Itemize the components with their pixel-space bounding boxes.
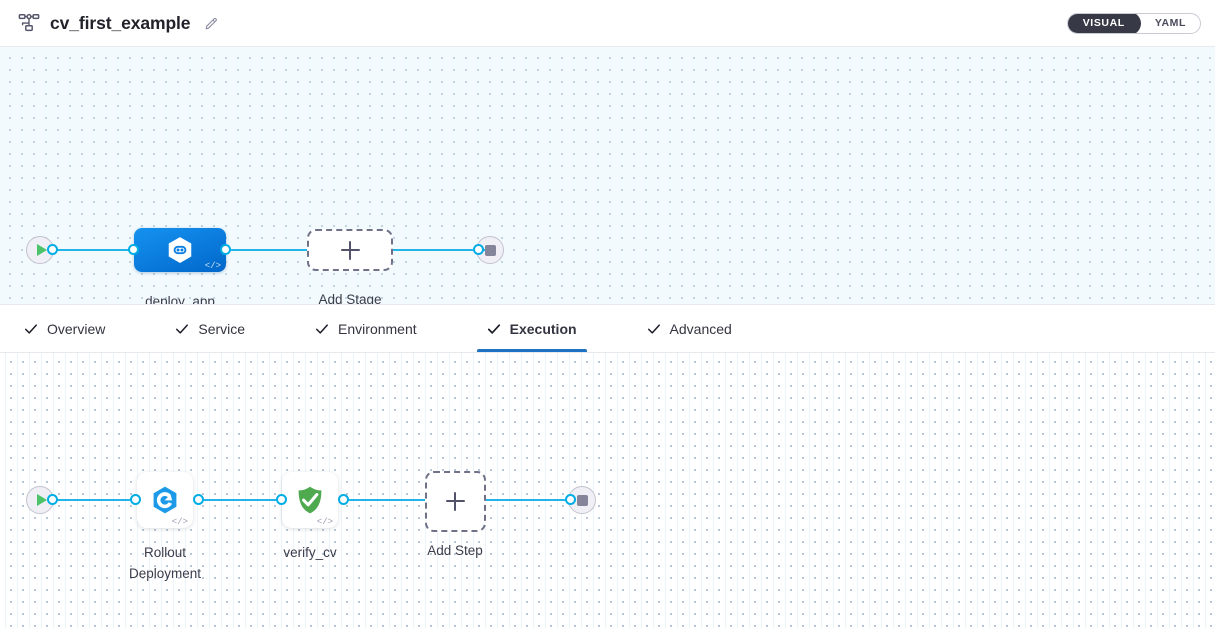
add-stage-button[interactable] — [307, 229, 393, 271]
stage-graph-canvas[interactable]: </> deploy_app Add Stage — [0, 47, 1215, 305]
header-right-group: VISUAL YAML — [1066, 12, 1201, 34]
tab-label-environment: Environment — [338, 320, 417, 337]
stage-start-node[interactable] — [26, 236, 54, 264]
edge-start-to-deploy-app — [50, 249, 142, 251]
pencil-icon[interactable] — [204, 16, 219, 31]
harness-hexagon-icon — [168, 237, 192, 263]
stage-deploy-app-in-port[interactable] — [128, 244, 139, 255]
code-glyph-icon: </> — [204, 261, 221, 271]
step-rollout-in-port[interactable] — [130, 494, 141, 505]
page-title: cv_first_example — [50, 12, 191, 33]
check-icon — [487, 323, 500, 334]
stage-deploy-app-out-port[interactable] — [220, 244, 231, 255]
play-icon — [36, 244, 47, 256]
add-stage-label: Add Stage — [318, 292, 382, 305]
toggle-option-yaml[interactable]: YAML — [1141, 14, 1200, 33]
check-icon — [176, 323, 189, 334]
stage-node-deploy-app[interactable]: </> — [134, 228, 226, 272]
app-header: cv_first_example VISUAL YAML — [0, 0, 1215, 47]
toggle-option-visual[interactable]: VISUAL — [1067, 13, 1141, 33]
stage-node-label-deploy-app: deploy_app — [145, 294, 215, 305]
edge-deploy-app-to-add-stage — [220, 249, 315, 251]
edge-rollout-to-verify-cv — [195, 499, 287, 501]
step-verify-cv-out-port[interactable] — [338, 494, 349, 505]
start-node-circle — [26, 236, 54, 264]
tab-label-service: Service — [198, 320, 246, 337]
step-node-label-rollout-deployment: Rollout Deployment — [128, 545, 202, 581]
tab-service[interactable]: Service — [173, 305, 247, 352]
tab-label-execution: Execution — [509, 320, 577, 337]
step-end-port[interactable] — [565, 494, 576, 505]
code-glyph-icon: </> — [171, 517, 188, 527]
check-icon — [316, 323, 329, 334]
step-node-verify-cv[interactable]: </> — [282, 472, 338, 528]
step-node-label-verify-cv: verify_cv — [283, 545, 337, 560]
check-icon — [647, 323, 660, 334]
header-left-group: cv_first_example — [18, 12, 219, 34]
step-node-rollout-deployment[interactable]: </> — [137, 472, 193, 528]
tab-environment[interactable]: Environment — [313, 305, 419, 352]
stage-start-port[interactable] — [47, 244, 58, 255]
step-verify-cv-in-port[interactable] — [276, 494, 287, 505]
play-icon — [36, 494, 47, 506]
pipeline-icon — [18, 13, 40, 32]
add-step-label: Add Step — [427, 543, 483, 558]
add-step-button[interactable] — [425, 471, 486, 532]
edge-add-step-to-end — [486, 499, 576, 501]
tab-overview[interactable]: Overview — [22, 305, 107, 352]
check-icon — [25, 323, 37, 334]
stop-icon — [576, 494, 588, 506]
edge-verify-cv-to-add-step — [340, 499, 425, 501]
plus-icon — [446, 492, 465, 511]
tab-label-advanced: Advanced — [669, 320, 732, 337]
edge-add-stage-to-end — [390, 249, 485, 251]
rollout-hexagon-icon — [153, 486, 177, 514]
green-shield-check-icon — [298, 486, 322, 514]
stage-config-tabbar[interactable]: Overview Service Environment Execution A… — [0, 305, 1215, 352]
step-start-port[interactable] — [47, 494, 58, 505]
plus-icon — [340, 240, 360, 260]
step-rollout-out-port[interactable] — [193, 494, 204, 505]
code-glyph-icon: </> — [316, 517, 333, 527]
edge-start-to-rollout — [50, 499, 142, 501]
stage-end-port[interactable] — [473, 244, 484, 255]
view-mode-toggle[interactable]: VISUAL YAML — [1066, 12, 1201, 34]
tab-execution[interactable]: Execution — [476, 305, 587, 352]
execution-steps-canvas[interactable]: </> Rollout Deployment </> verify_cv Add… — [0, 352, 1215, 628]
stop-icon — [484, 244, 496, 256]
tab-label-overview: Overview — [47, 320, 106, 337]
tab-advanced[interactable]: Advanced — [645, 305, 734, 352]
